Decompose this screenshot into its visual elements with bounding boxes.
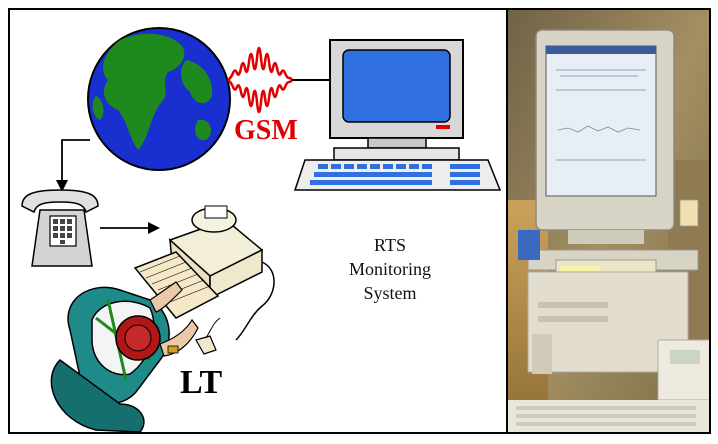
photo-computer-image [508,10,709,432]
person-at-keyboard-icon [50,251,221,433]
photo-panel [508,8,711,434]
radio-wave-icon [227,46,330,114]
system-label-line2: Monitoring [348,259,431,279]
globe-to-phone-arrow [56,139,90,192]
system-label: RTS Monitoring System [330,233,450,305]
globe-icon [87,27,231,171]
system-label-line1: RTS [374,235,406,255]
phone-to-printer-arrow [100,222,160,234]
system-label-line3: System [363,283,417,303]
computer-icon [293,39,502,191]
operator-label: LT [180,364,223,401]
gsm-label: GSM [234,115,298,146]
telephone-icon [21,189,99,267]
